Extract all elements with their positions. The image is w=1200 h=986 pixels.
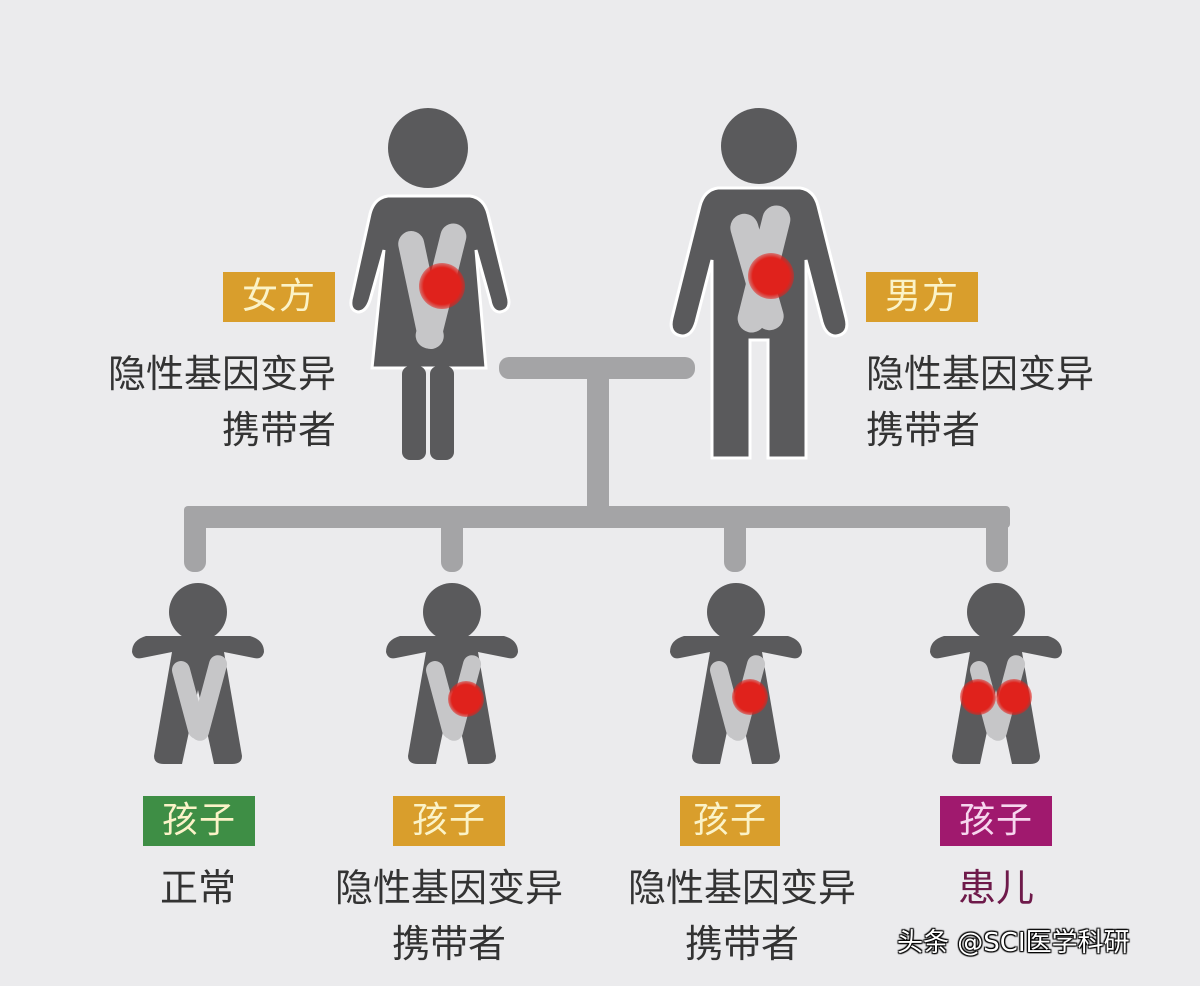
child-4-status: 患儿 [896, 860, 1096, 916]
child-4-badge: 孩子 [940, 796, 1052, 846]
child-3-status-line1: 隐性基因变异 [627, 866, 856, 910]
child-2-status-line1: 隐性基因变异 [334, 866, 563, 910]
child-1-status: 正常 [98, 860, 298, 916]
mother-status: 隐性基因变异 携带者 [70, 346, 336, 458]
father-status-line2: 携带者 [866, 408, 981, 452]
father-status: 隐性基因变异 携带者 [866, 346, 1146, 458]
father-badge: 男方 [866, 272, 978, 322]
mother-status-line2: 携带者 [221, 408, 336, 452]
mother-badge: 女方 [223, 272, 335, 322]
father-figure-icon [669, 108, 849, 460]
child-3-figure-icon [670, 583, 802, 764]
father-status-line1: 隐性基因变异 [866, 352, 1095, 396]
child-4-status-line1: 患儿 [957, 866, 1034, 910]
child-3-badge: 孩子 [680, 796, 780, 846]
child-2-status: 隐性基因变异 携带者 [299, 860, 599, 972]
child-1-figure-icon [132, 583, 264, 764]
mother-status-line1: 隐性基因变异 [107, 352, 336, 396]
mother-figure-icon [349, 108, 511, 460]
child-2-badge: 孩子 [393, 796, 505, 846]
child-3-status: 隐性基因变异 携带者 [592, 860, 892, 972]
child-3-status-line2: 携带者 [684, 922, 799, 966]
watermark: 头条 @SCI医学科研 [897, 928, 1130, 958]
child-4-figure-icon [930, 583, 1062, 764]
child-2-figure-icon [386, 583, 518, 764]
child-1-badge: 孩子 [143, 796, 255, 846]
family-tree-connector [184, 357, 1010, 572]
child-2-status-line2: 携带者 [391, 922, 506, 966]
child-1-status-line1: 正常 [159, 866, 236, 910]
